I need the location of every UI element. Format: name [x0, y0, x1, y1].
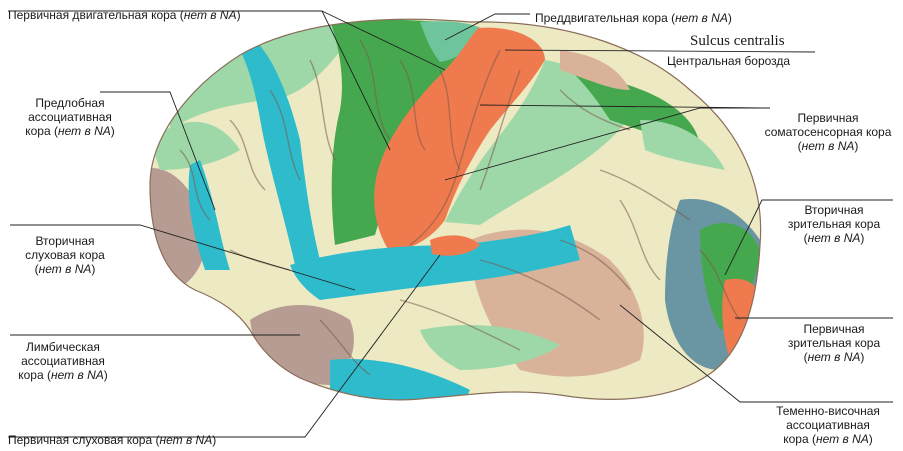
label-line2: соматосенсорная кора: [758, 125, 898, 139]
label-text: Преддвигательная кора (: [535, 11, 675, 25]
label-close: ): [111, 124, 115, 138]
label-line2: слуховая кора: [5, 248, 125, 262]
label-nona: нет в NA: [51, 368, 104, 382]
label-line1: Предлобная: [10, 96, 130, 110]
label-line1: Теменно-височная: [758, 404, 898, 418]
label-nona: нет в NA: [816, 432, 869, 446]
label-close: ): [104, 368, 108, 382]
label-close: ): [869, 432, 873, 446]
label-line3: кора (: [783, 432, 816, 446]
label-line2: ассоциативная: [758, 418, 898, 432]
label-nona: нет в NA: [39, 262, 92, 276]
label-nona: нет в NA: [159, 433, 212, 447]
label-limbic: Лимбическая ассоциативная кора (нет в NA…: [8, 340, 118, 382]
label-line1: Первичная: [770, 322, 898, 336]
cortex-regions: [140, 10, 780, 410]
label-nona: нет в NA: [808, 350, 861, 364]
label-nona: нет в NA: [184, 8, 237, 22]
label-line3: кора (: [25, 124, 58, 138]
label-close: ): [728, 11, 732, 25]
label-nona: нет в NA: [58, 124, 111, 138]
label-close: ): [237, 8, 241, 22]
label-line2: зрительная кора: [770, 217, 898, 231]
label-sulcus-latin: Sulcus centralis: [690, 33, 785, 50]
label-secondary-auditory: Вторичная слуховая кора (нет в NA): [5, 234, 125, 276]
label-secondary-visual: Вторичная зрительная кора (нет в NA): [770, 203, 898, 245]
label-premotor: Преддвигательная кора (нет в NA): [535, 11, 732, 25]
label-text: Первичная слуховая кора (: [8, 433, 159, 447]
label-close: ): [854, 139, 858, 153]
label-line2: ассоциативная: [8, 354, 118, 368]
label-parieto-temporal: Теменно-височная ассоциативная кора (нет…: [758, 404, 898, 446]
label-prefrontal: Предлобная ассоциативная кора (нет в NA): [10, 96, 130, 138]
label-primary-visual: Первичная зрительная кора (нет в NA): [770, 322, 898, 364]
label-text: Первичная двигательная кора (: [8, 8, 184, 22]
label-close: ): [860, 350, 864, 364]
label-line1: Лимбическая: [8, 340, 118, 354]
label-nona: нет в NA: [675, 11, 728, 25]
label-close: ): [212, 433, 216, 447]
label-nona: нет в NA: [808, 231, 861, 245]
label-line3: кора (: [18, 368, 51, 382]
label-line2: зрительная кора: [770, 336, 898, 350]
label-line1: Вторичная: [5, 234, 125, 248]
label-sulcus-russian: Центральная борозда: [667, 54, 790, 68]
label-somatosensory: Первичная соматосенсорная кора (нет в NA…: [758, 111, 898, 153]
label-line2: ассоциативная: [10, 110, 130, 124]
label-line1: Первичная: [758, 111, 898, 125]
label-nona: нет в NA: [802, 139, 855, 153]
label-primary-auditory: Первичная слуховая кора (нет в NA): [8, 433, 216, 447]
label-close: ): [91, 262, 95, 276]
label-close: ): [860, 231, 864, 245]
label-line1: Вторичная: [770, 203, 898, 217]
label-primary-motor: Первичная двигательная кора (нет в NA): [8, 8, 241, 22]
